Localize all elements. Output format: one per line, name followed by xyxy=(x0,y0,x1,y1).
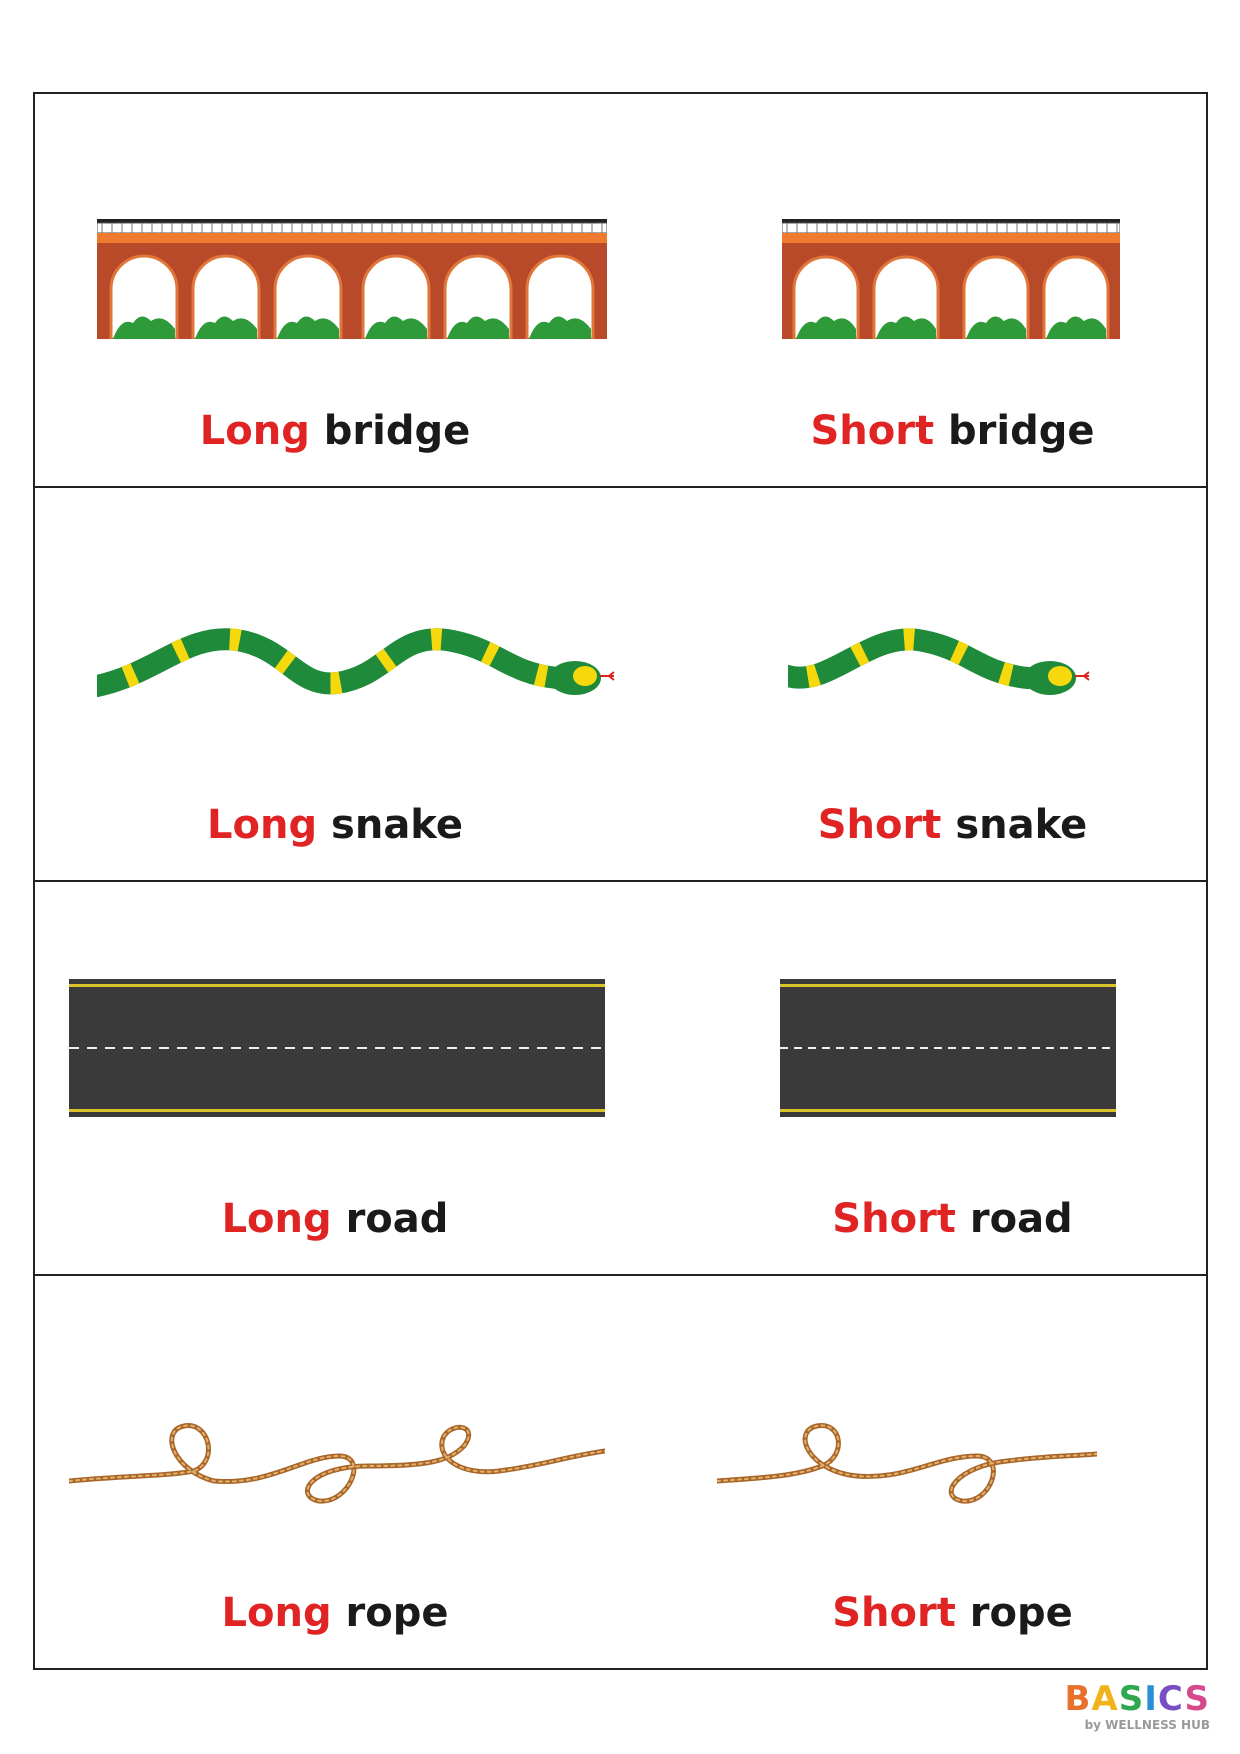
logo-letter: A xyxy=(1091,1679,1119,1719)
caption-short-road: Short road xyxy=(695,1196,1210,1242)
short-rope-icon xyxy=(717,1423,1097,1504)
adjective-short: Short xyxy=(832,1196,956,1242)
cell-short-snake: Short snake xyxy=(695,488,1210,880)
noun-rope: rope xyxy=(969,1590,1073,1636)
noun-bridge: bridge xyxy=(948,408,1095,454)
cell-long-rope: Long rope xyxy=(35,1276,635,1672)
row-bridge: Long bridge xyxy=(35,94,1206,488)
short-bridge-icon xyxy=(782,219,1120,339)
brand-logo: BASICS by WELLNESS HUB xyxy=(1065,1682,1211,1732)
logo-letter: B xyxy=(1064,1679,1092,1719)
noun-road: road xyxy=(969,1196,1073,1242)
adjective-short: Short xyxy=(810,408,935,454)
noun-snake: snake xyxy=(955,802,1088,848)
noun-bridge: bridge xyxy=(323,408,471,454)
noun-rope: rope xyxy=(345,1590,449,1636)
cell-short-rope: Short rope xyxy=(695,1276,1210,1672)
short-road-icon xyxy=(780,979,1116,1117)
caption-long-road: Long road xyxy=(35,1196,635,1242)
adjective-short: Short xyxy=(832,1590,956,1636)
adjective-long: Long xyxy=(199,408,310,454)
long-road-icon xyxy=(69,979,605,1117)
logo-letter: C xyxy=(1157,1679,1185,1719)
logo-letter: S xyxy=(1184,1679,1210,1719)
noun-road: road xyxy=(345,1196,449,1242)
logo-letter: I xyxy=(1144,1679,1158,1719)
long-snake-icon xyxy=(97,628,615,697)
caption-long-bridge: Long bridge xyxy=(35,408,635,454)
adjective-long: Long xyxy=(221,1590,332,1636)
cell-long-road: Long road xyxy=(35,882,635,1274)
long-rope-icon xyxy=(69,1423,605,1504)
caption-short-rope: Short rope xyxy=(695,1590,1210,1636)
logo-subtitle: by WELLNESS HUB xyxy=(1084,1718,1210,1732)
adjective-long: Long xyxy=(221,1196,332,1242)
row-rope: Long rope Short rope xyxy=(35,1276,1206,1672)
adjective-short: Short xyxy=(817,802,942,848)
caption-short-snake: Short snake xyxy=(695,802,1210,848)
caption-short-bridge: Short bridge xyxy=(695,408,1210,454)
cell-short-road: Short road xyxy=(695,882,1210,1274)
adjective-long: Long xyxy=(207,802,318,848)
row-snake: Long snake Short snake xyxy=(35,488,1206,882)
row-road: Long road Short road xyxy=(35,882,1206,1276)
logo-wordmark: BASICS xyxy=(1065,1682,1211,1716)
caption-long-snake: Long snake xyxy=(35,802,635,848)
cell-long-bridge: Long bridge xyxy=(35,94,635,486)
worksheet: Long bridge xyxy=(33,92,1208,1670)
short-snake-icon xyxy=(788,628,1090,695)
logo-letter: S xyxy=(1118,1679,1145,1719)
caption-long-rope: Long rope xyxy=(35,1590,635,1636)
cell-short-bridge: Short bridge xyxy=(695,94,1210,486)
noun-snake: snake xyxy=(331,802,463,848)
long-bridge-icon xyxy=(97,219,607,339)
cell-long-snake: Long snake xyxy=(35,488,635,880)
